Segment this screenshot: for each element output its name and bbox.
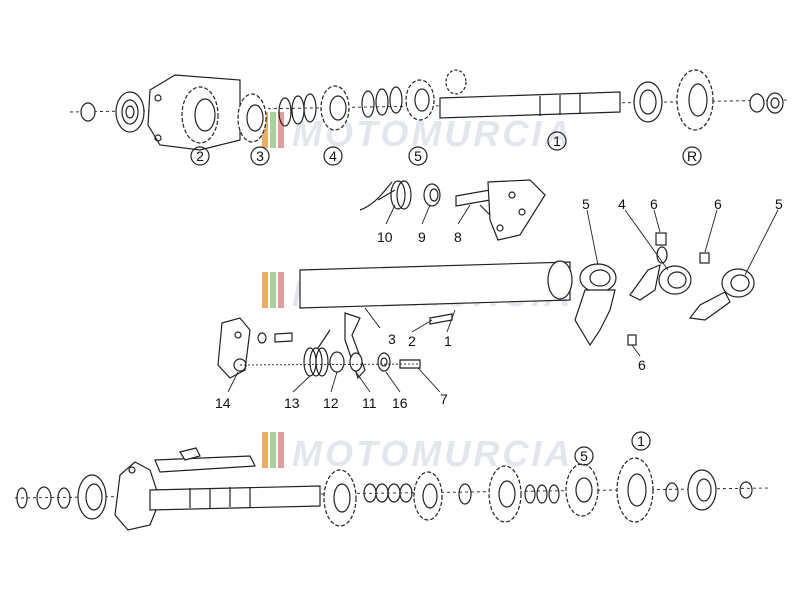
row3-gear-labels: 5 1 — [574, 431, 651, 466]
spring-13 — [303, 329, 331, 377]
gear-reverse — [676, 69, 714, 131]
callout-label: 16 — [392, 395, 408, 411]
selector-fork-5-left — [574, 263, 617, 347]
callout-label: 10 — [377, 229, 393, 245]
gear-c — [488, 465, 522, 523]
bearing-right — [633, 81, 663, 123]
bearing-left — [115, 91, 145, 133]
bushing-12 — [329, 351, 345, 373]
secondary-shaft — [149, 485, 321, 511]
gear-1 — [616, 457, 654, 523]
selector-drum-1 — [299, 260, 573, 309]
callout-label: 4 — [618, 196, 626, 212]
primary-shaft-assembly — [69, 69, 791, 151]
washer-cluster — [363, 483, 413, 503]
selector-shaft-8 — [455, 179, 546, 241]
callout-label: 11 — [362, 395, 377, 411]
callout-label: 6 — [638, 357, 646, 373]
callout-label: 5 — [582, 196, 590, 212]
gear-label: 1 — [553, 133, 561, 149]
selector-fork-4 — [629, 246, 692, 301]
upper-shaft — [154, 455, 256, 473]
gear-2 — [181, 86, 219, 144]
screw-7 — [399, 359, 421, 369]
washer-cluster-2 — [524, 484, 560, 504]
gear-label: 4 — [329, 148, 337, 164]
bushing-9 — [423, 183, 441, 207]
gear-4 — [320, 85, 350, 131]
gear-label: 5 — [580, 448, 588, 464]
bearing-left — [77, 474, 107, 520]
washer-cluster — [278, 93, 317, 127]
gear-3 — [237, 93, 267, 143]
watermark-text: MOTOMURCIA — [292, 433, 573, 474]
primary-shaft — [439, 91, 621, 119]
selector-mechanism — [217, 179, 755, 380]
gear-5 — [565, 463, 599, 517]
row1-gear-labels: 2 3 4 5 1 R — [190, 131, 702, 166]
pin-6-c — [627, 334, 637, 346]
gear-5 — [405, 79, 435, 121]
secondary-shaft-assembly — [14, 447, 771, 531]
selector-fork-5-right — [688, 268, 755, 321]
callout-label: 6 — [714, 196, 722, 212]
gear-label: R — [687, 148, 697, 164]
row2-callouts: 10 9 8 5 4 6 6 5 3 2 1 6 14 13 12 11 16 … — [215, 196, 783, 411]
washer-11 — [349, 352, 363, 372]
gear-label: 2 — [196, 148, 204, 164]
plate-14 — [217, 317, 251, 379]
callout-label: 2 — [408, 333, 416, 349]
callout-label: 7 — [440, 391, 448, 407]
callout-label: 3 — [388, 331, 396, 347]
callout-label: 12 — [323, 395, 339, 411]
gear-a — [323, 469, 357, 527]
gear-label: 3 — [256, 148, 264, 164]
washer-cluster-2 — [361, 86, 403, 118]
callout-label: 14 — [215, 395, 231, 411]
callout-label: 1 — [444, 333, 452, 349]
callout-label: 5 — [775, 196, 783, 212]
callout-label: 6 — [650, 196, 658, 212]
pin-6-a — [655, 232, 667, 246]
callout-label: 8 — [454, 229, 462, 245]
callout-label: 9 — [418, 229, 426, 245]
row2-leaders — [227, 204, 779, 393]
gear-label: 5 — [414, 148, 422, 164]
bearing-right — [687, 469, 717, 511]
gear-b — [413, 471, 443, 521]
washer-16 — [377, 352, 391, 372]
gear-label: 1 — [637, 433, 645, 449]
cover-plate — [114, 461, 161, 531]
pin-6-b — [699, 252, 710, 264]
spring-10 — [359, 180, 412, 211]
pin-2 — [429, 313, 453, 325]
callout-label: 13 — [284, 395, 300, 411]
watermark-bottom: MOTOMURCIA — [262, 432, 573, 474]
